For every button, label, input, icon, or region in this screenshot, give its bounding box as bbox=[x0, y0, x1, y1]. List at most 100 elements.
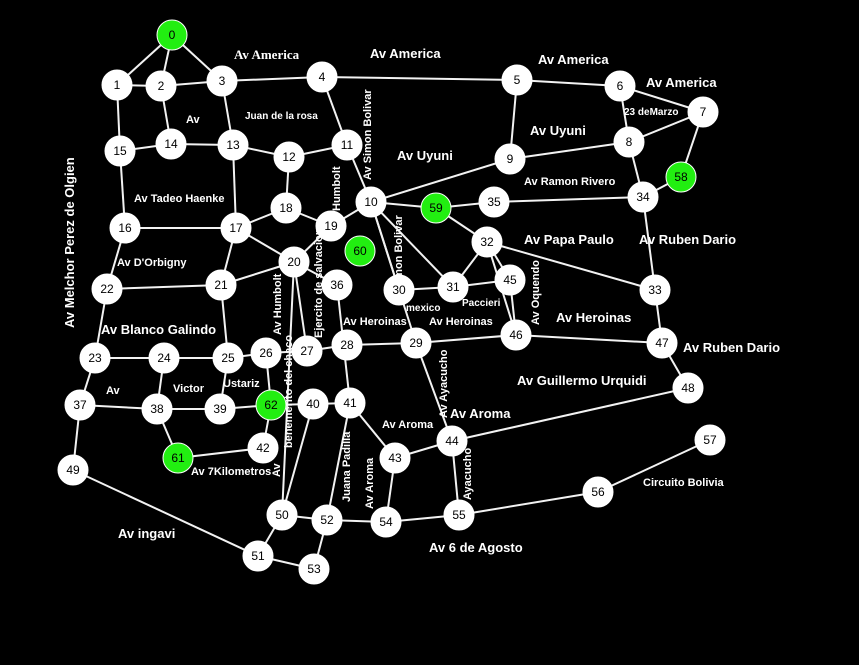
node-circle-49 bbox=[57, 454, 89, 486]
edge-34-33 bbox=[642, 196, 656, 291]
node-circle-20 bbox=[278, 246, 310, 278]
node-label-55: 55 bbox=[452, 508, 466, 522]
node-circle-46 bbox=[500, 319, 532, 351]
node-circle-37 bbox=[64, 389, 96, 421]
street-label-av-ruben-dario-2: Av Ruben Dario bbox=[683, 340, 780, 355]
node-circle-25 bbox=[212, 342, 244, 374]
node-28: 28 bbox=[331, 329, 363, 361]
node-circle-16 bbox=[109, 212, 141, 244]
edge-44-48 bbox=[451, 387, 689, 442]
node-60: 60 bbox=[344, 235, 376, 267]
node-23: 23 bbox=[79, 342, 111, 374]
node-circle-54 bbox=[370, 506, 402, 538]
edge-41-52 bbox=[326, 402, 351, 521]
street-label-av-simon-bolivar: Av Simon Bolivar bbox=[362, 89, 374, 180]
node-label-16: 16 bbox=[118, 221, 132, 235]
edge-4-5 bbox=[321, 76, 518, 81]
node-label-5: 5 bbox=[514, 73, 521, 87]
node-34: 34 bbox=[627, 181, 659, 213]
node-19: 19 bbox=[315, 210, 347, 242]
node-label-31: 31 bbox=[446, 280, 460, 294]
street-label-av-7kilometros: Av 7Kilometros bbox=[191, 466, 271, 478]
node-33: 33 bbox=[639, 274, 671, 306]
node-circle-6 bbox=[604, 70, 636, 102]
node-circle-24 bbox=[148, 342, 180, 374]
node-circle-5 bbox=[501, 64, 533, 96]
node-label-27: 27 bbox=[300, 344, 314, 358]
street-labels: Av America Av America Av America Av Amer… bbox=[62, 46, 780, 555]
node-label-59: 59 bbox=[429, 201, 443, 215]
node-21: 21 bbox=[205, 269, 237, 301]
node-18: 18 bbox=[270, 192, 302, 224]
node-label-36: 36 bbox=[330, 278, 344, 292]
node-label-11: 11 bbox=[341, 138, 354, 152]
street-label-paccieri: Paccieri bbox=[462, 298, 501, 309]
node-circle-45 bbox=[494, 264, 526, 296]
node-9: 9 bbox=[494, 143, 526, 175]
node-circle-19 bbox=[315, 210, 347, 242]
node-circle-42 bbox=[247, 432, 279, 464]
node-label-41: 41 bbox=[343, 396, 357, 410]
node-circle-29 bbox=[400, 327, 432, 359]
node-47: 47 bbox=[646, 327, 678, 359]
node-label-56: 56 bbox=[591, 485, 605, 499]
node-circle-22 bbox=[91, 273, 123, 305]
street-label-av-heroinas-2: Av Heroinas bbox=[429, 316, 493, 328]
node-label-33: 33 bbox=[648, 283, 662, 297]
node-31: 31 bbox=[437, 271, 469, 303]
street-label-av-melchor-perez-de-olgien: Av Melchor Perez de Olgien bbox=[62, 157, 77, 328]
node-circle-55 bbox=[443, 499, 475, 531]
node-4: 4 bbox=[306, 61, 338, 93]
node-circle-10 bbox=[355, 186, 387, 218]
street-label-av-2: Av bbox=[106, 385, 121, 397]
node-7: 7 bbox=[687, 96, 719, 128]
node-37: 37 bbox=[64, 389, 96, 421]
node-circle-48 bbox=[672, 372, 704, 404]
street-label-av-papa-paulo: Av Papa Paulo bbox=[524, 232, 614, 247]
street-label-av-oquendo: Av Oquendo bbox=[530, 260, 542, 325]
node-label-53: 53 bbox=[307, 562, 321, 576]
node-circle-44 bbox=[436, 425, 468, 457]
node-label-62: 62 bbox=[264, 398, 278, 412]
node-circle-30 bbox=[383, 274, 415, 306]
node-circle-9 bbox=[494, 143, 526, 175]
node-label-57: 57 bbox=[703, 433, 717, 447]
street-label-mexico: mexico bbox=[406, 303, 440, 314]
node-circle-33 bbox=[639, 274, 671, 306]
node-label-17: 17 bbox=[229, 221, 243, 235]
node-53: 53 bbox=[298, 553, 330, 585]
node-label-8: 8 bbox=[626, 135, 633, 149]
node-label-10: 10 bbox=[364, 195, 378, 209]
node-label-38: 38 bbox=[150, 402, 164, 416]
edge-29-46 bbox=[415, 334, 517, 344]
street-label-av-ruben-dario-1: Av Ruben Dario bbox=[639, 232, 736, 247]
node-circle-43 bbox=[379, 442, 411, 474]
node-label-9: 9 bbox=[507, 152, 514, 166]
node-circle-35 bbox=[478, 186, 510, 218]
street-label-av-america-2: Av America bbox=[370, 46, 441, 61]
street-label-av-ingavi: Av ingavi bbox=[118, 526, 175, 541]
node-circle-32 bbox=[471, 226, 503, 258]
node-10: 10 bbox=[355, 186, 387, 218]
node-label-30: 30 bbox=[392, 283, 406, 297]
node-circle-27 bbox=[291, 335, 323, 367]
edge-46-47 bbox=[515, 334, 663, 344]
node-24: 24 bbox=[148, 342, 180, 374]
street-label-benemerito-del-chaco: benemerito del chaco bbox=[283, 335, 295, 448]
node-22: 22 bbox=[91, 273, 123, 305]
node-label-42: 42 bbox=[256, 441, 270, 455]
node-36: 36 bbox=[321, 269, 353, 301]
node-circle-23 bbox=[79, 342, 111, 374]
node-circle-53 bbox=[298, 553, 330, 585]
street-label-av-heroinas-3: Av Heroinas bbox=[556, 310, 631, 325]
node-label-61: 61 bbox=[171, 451, 185, 465]
edge-9-8 bbox=[509, 141, 630, 160]
street-label-av-ramon-rivero: Av Ramon Rivero bbox=[524, 176, 616, 188]
node-label-37: 37 bbox=[73, 398, 87, 412]
street-label-av-dorbigny: Av D'Orbigny bbox=[117, 257, 187, 269]
node-label-34: 34 bbox=[636, 190, 650, 204]
node-48: 48 bbox=[672, 372, 704, 404]
edge-9-10 bbox=[370, 158, 511, 203]
street-label-av-uyuni-1: Av Uyuni bbox=[530, 123, 586, 138]
